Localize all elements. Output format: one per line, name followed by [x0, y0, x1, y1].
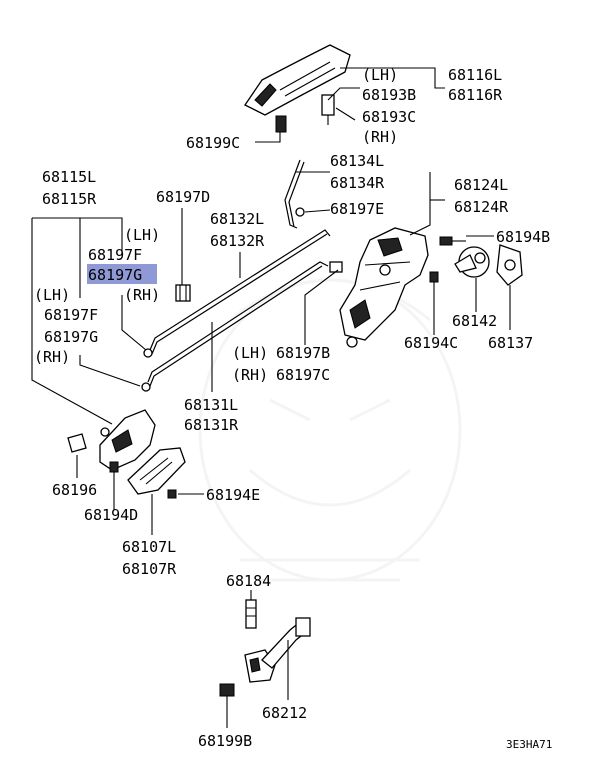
label-68197F-left: 68197F	[44, 306, 98, 324]
bolt-68199B	[219, 683, 235, 697]
screw-68194E	[167, 489, 177, 499]
shim-68137	[496, 244, 523, 286]
label-68107R: 68107R	[122, 560, 177, 578]
label-68199C: 68199C	[186, 134, 240, 152]
clip-68197G-icon	[141, 382, 151, 392]
label-68137: 68137	[488, 334, 533, 352]
label-68194B: 68194B	[496, 228, 550, 246]
label-68116R: 68116R	[448, 86, 503, 104]
label-68197G-left: 68197G	[44, 328, 98, 346]
label-68193C: 68193C	[362, 108, 416, 126]
clip-68197F-icon	[143, 348, 153, 358]
label-68124R: 68124R	[454, 198, 509, 216]
outside-handle-68116	[244, 44, 351, 133]
label-68116L: 68116L	[448, 66, 502, 84]
label-68115L: 68115L	[42, 168, 96, 186]
bezel-68107	[127, 447, 186, 495]
label-68194D: 68194D	[84, 506, 138, 524]
rod-68132	[149, 229, 331, 355]
door-check-68212	[244, 617, 311, 683]
label-rh-left: (RH)	[34, 348, 70, 366]
rod-68131	[147, 261, 329, 387]
label-68132R: 68132R	[210, 232, 265, 250]
label-68107L: 68107L	[122, 538, 176, 556]
striker-68142	[454, 246, 490, 278]
label-lh-68197B: (LH)	[232, 344, 268, 362]
door-lock-actuator-68124	[329, 227, 429, 348]
label-rh-68197C: (RH)	[232, 366, 268, 384]
label-68197D: 68197D	[156, 188, 210, 206]
label-68194E: 68194E	[206, 486, 260, 504]
label-lh-68197F: (LH)	[124, 226, 160, 244]
label-68131L: 68131L	[184, 396, 238, 414]
watermark	[198, 278, 462, 582]
label-68197B: 68197B	[276, 344, 330, 362]
label-68197G-top: 68197G	[88, 266, 142, 284]
clip-68197E-icon	[295, 207, 305, 217]
pin-68184	[245, 599, 257, 629]
label-68134R: 68134R	[330, 174, 385, 192]
label-68184: 68184	[226, 572, 271, 590]
label-68197E: 68197E	[330, 200, 384, 218]
label-68196: 68196	[52, 481, 97, 499]
label-68142: 68142	[452, 312, 497, 330]
clip-68197D	[175, 284, 191, 302]
label-68131R: 68131R	[184, 416, 239, 434]
label-68124L: 68124L	[454, 176, 508, 194]
bolt-68194C	[429, 271, 439, 290]
label-68115R: 68115R	[42, 190, 97, 208]
part-labels: (LH) 68116L 68193B 68116R 68193C (RH) 68…	[34, 66, 552, 751]
diagram-code: 3E3HA71	[506, 738, 552, 751]
label-68199B: 68199B	[198, 732, 252, 750]
rod-68134	[284, 159, 305, 229]
bolt-68194B	[439, 236, 466, 246]
label-rh-68193: (RH)	[362, 128, 398, 146]
label-68197F-top: 68197F	[88, 246, 142, 264]
label-68193B: 68193B	[362, 86, 416, 104]
screw-68194D	[109, 461, 119, 482]
bushing-68196	[67, 433, 87, 453]
label-rh-68197G: (RH)	[124, 286, 160, 304]
label-68134L: 68134L	[330, 152, 384, 170]
label-68194C: 68194C	[404, 334, 458, 352]
leader-lines	[31, 67, 511, 728]
label-68197C: 68197C	[276, 366, 330, 384]
highlight-68197G	[87, 264, 157, 284]
label-lh-left: (LH)	[34, 286, 70, 304]
label-68212: 68212	[262, 704, 307, 722]
label-68132L: 68132L	[210, 210, 264, 228]
inside-handle-68115	[99, 409, 156, 471]
label-lh-68116: (LH)	[362, 66, 398, 84]
